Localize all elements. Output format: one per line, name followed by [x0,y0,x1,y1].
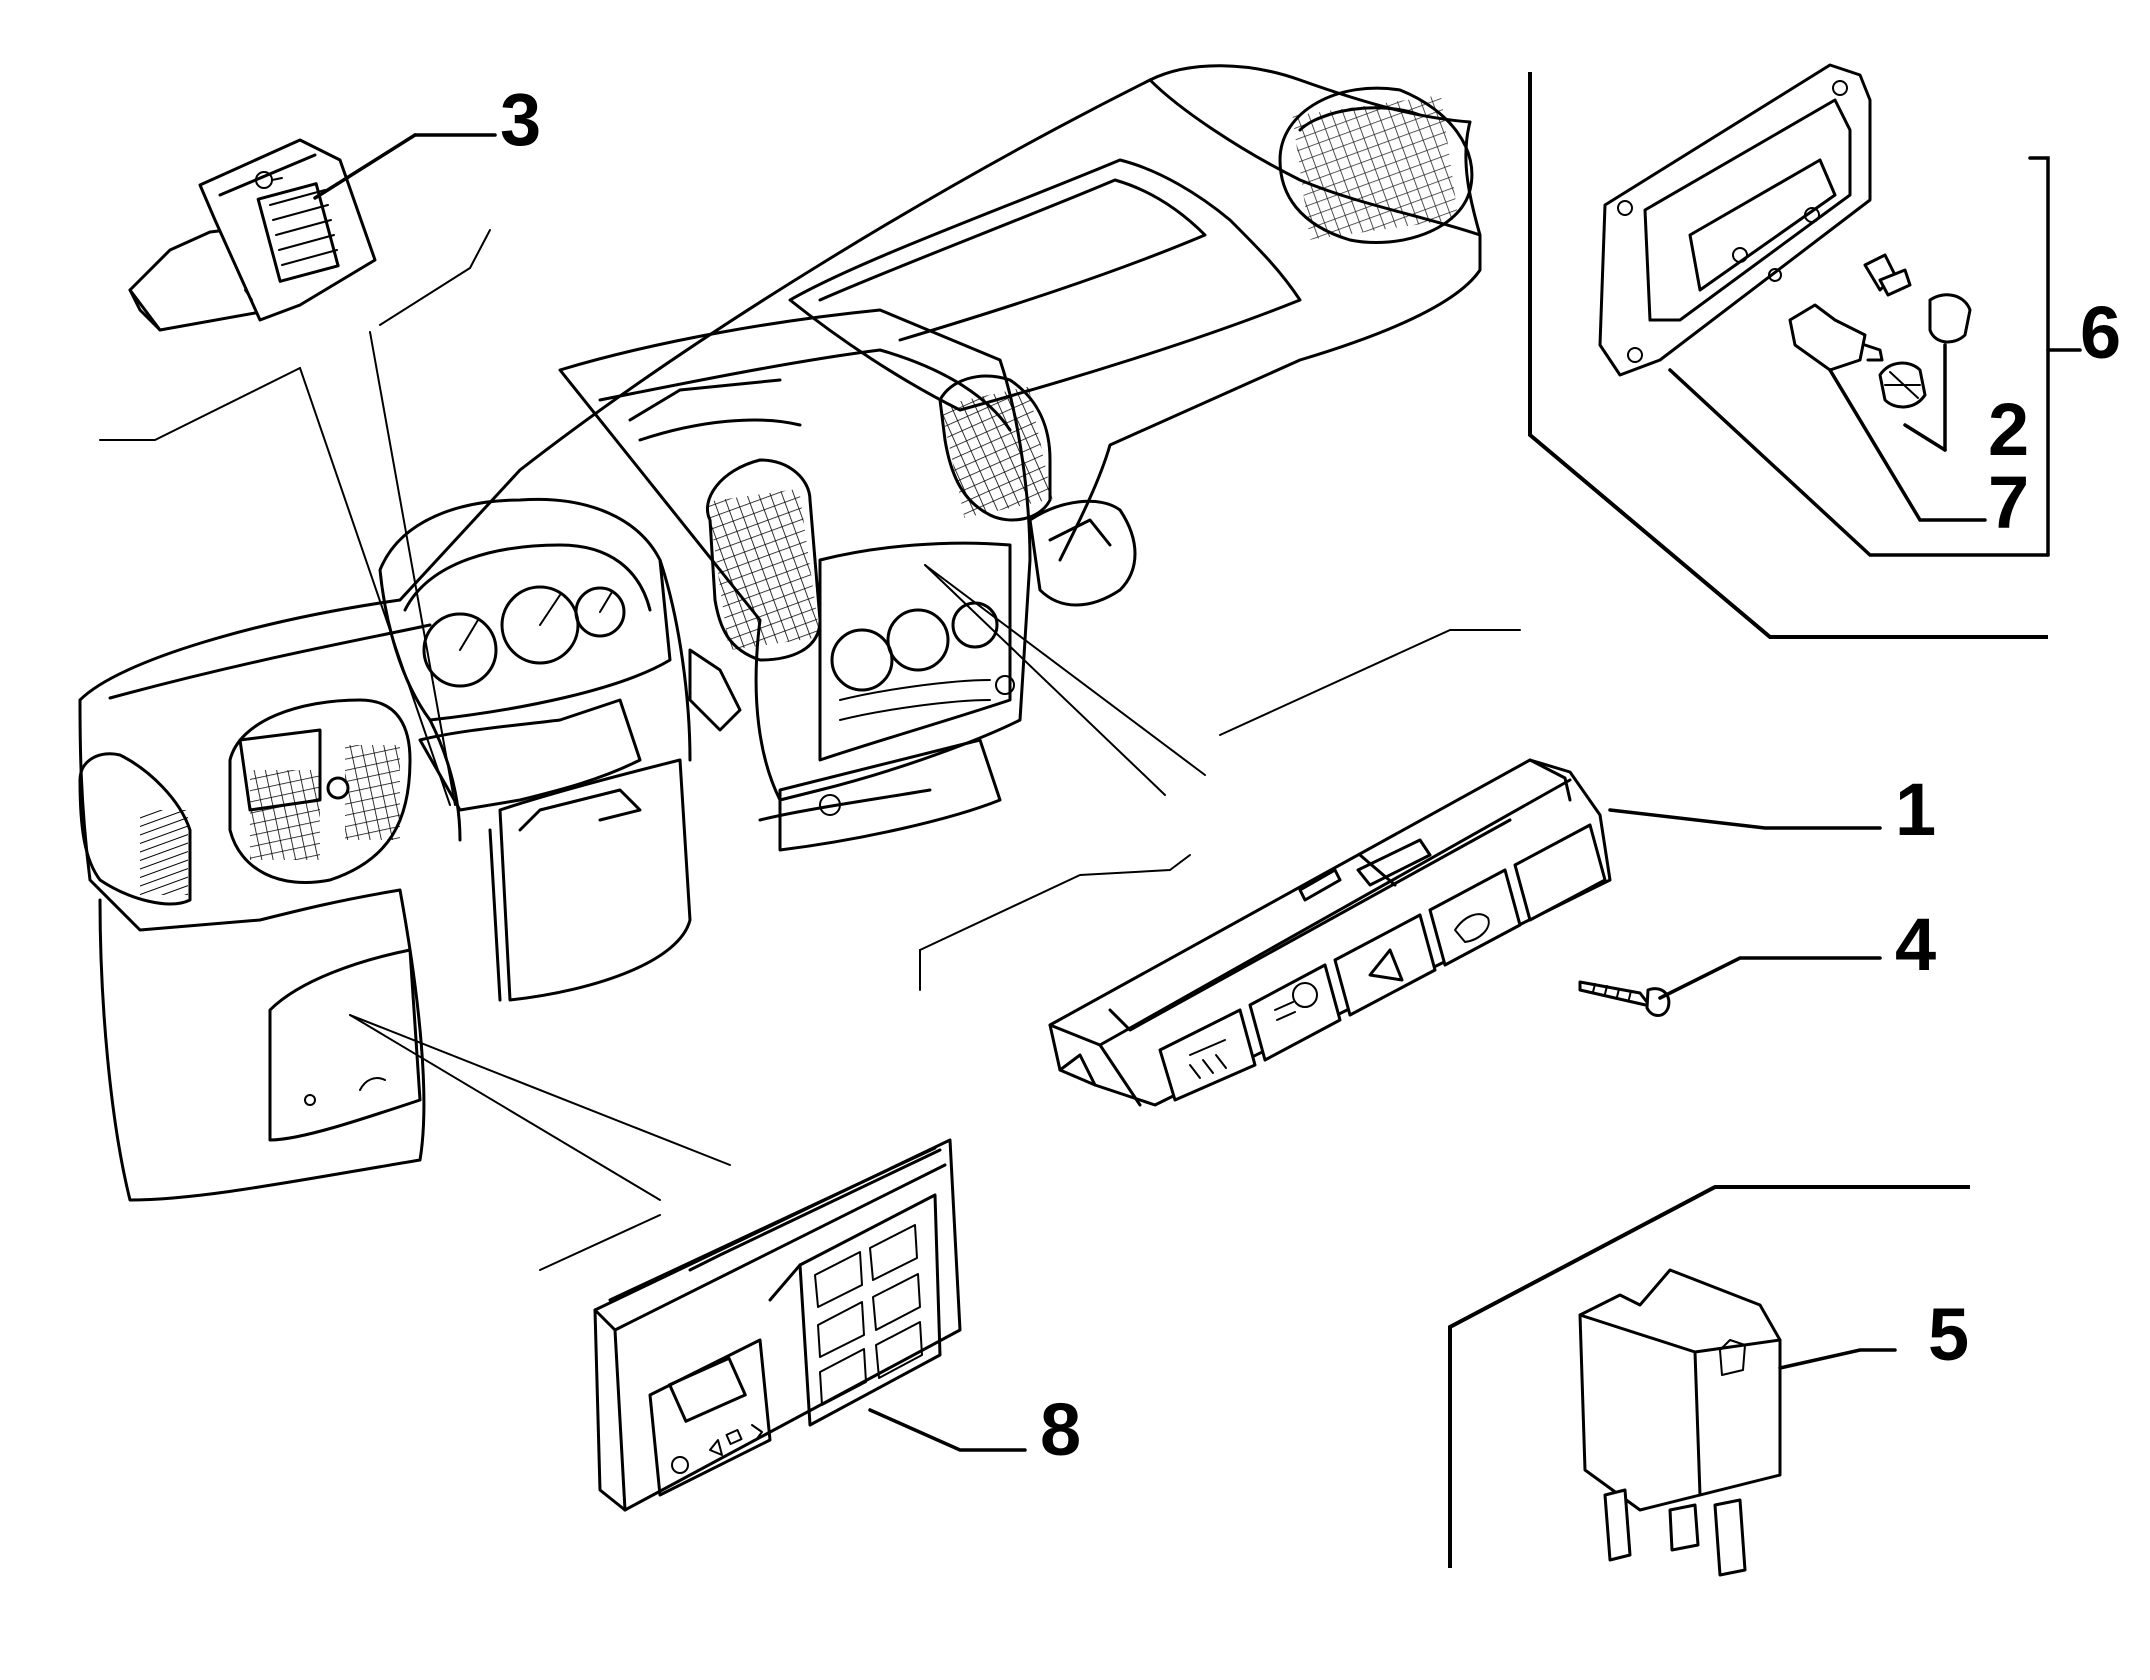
callout-5: 5 [1928,1293,1969,1376]
dashboard-illustration [78,64,1521,1271]
callout-labels: 1 2 3 4 5 6 7 8 [500,78,2121,1471]
leader-lines [299,331,1206,1201]
callout-4: 4 [1895,903,1936,986]
callout-8: 8 [1040,1388,1081,1471]
switch-panel [1048,758,1612,1107]
control-unit [593,1138,962,1512]
callout-3: 3 [500,78,541,161]
relay [1578,1268,1782,1577]
switch-housing-assembly [1598,63,1972,409]
callout-7: 7 [1988,461,2029,544]
detail-frames [1448,72,2048,1568]
screw [1578,980,1671,1017]
callout-1: 1 [1895,768,1936,851]
callout-6: 6 [2080,291,2121,374]
callout-2: 2 [1988,388,2029,471]
headlamp-adjuster-switch [128,138,377,332]
callout-leaders [313,133,2082,1452]
